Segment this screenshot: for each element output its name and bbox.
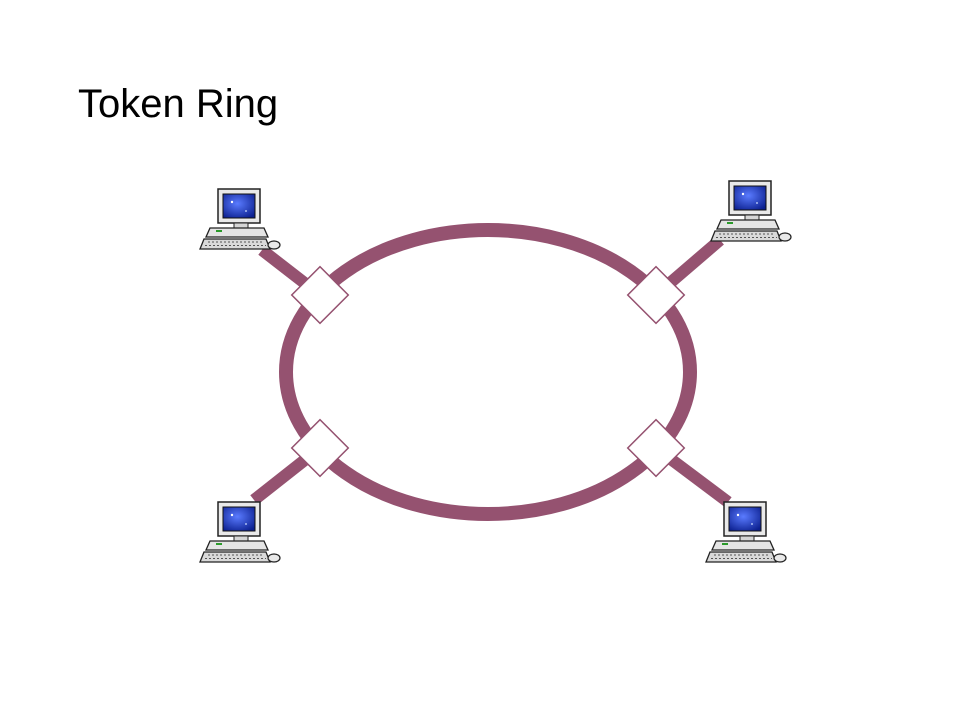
connector-bottom-left [290, 418, 350, 478]
page-title: Token Ring [78, 82, 279, 126]
computer-icon [199, 501, 281, 563]
connector-top-left [290, 265, 350, 325]
computer-icon [705, 501, 787, 563]
computer-icon [710, 180, 792, 242]
ring-connectors [290, 265, 686, 478]
computer-icon [199, 188, 281, 250]
connector-top-right [626, 265, 686, 325]
connector-bottom-right [626, 418, 686, 478]
token-ring [279, 223, 697, 521]
